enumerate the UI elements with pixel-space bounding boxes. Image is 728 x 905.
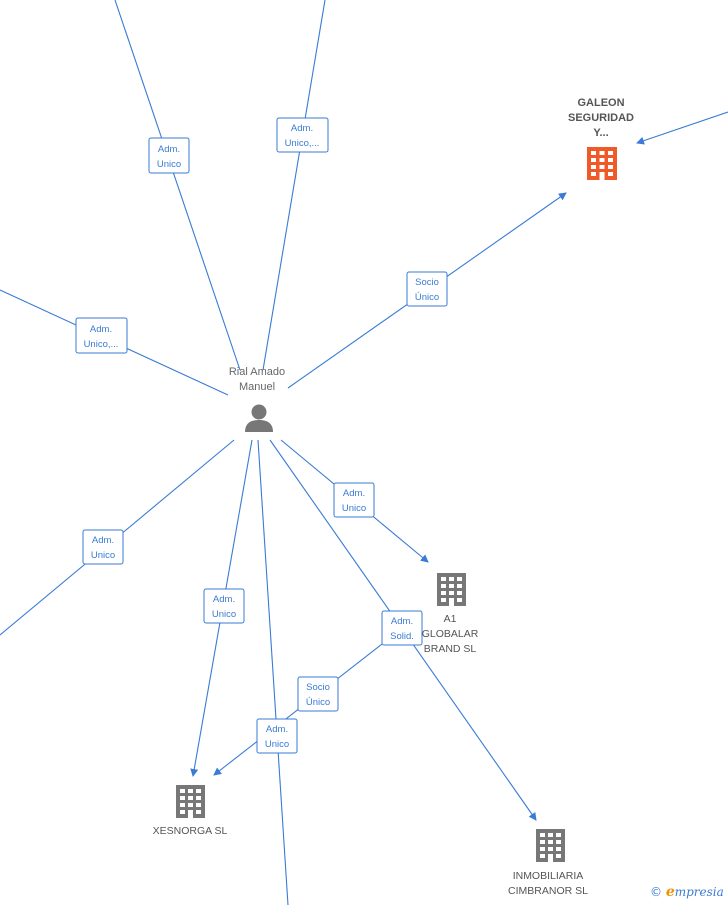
edge-label-e3[interactable]: Adm. Unico,... [75,317,128,354]
brand-name: mpresia [674,885,724,899]
edge-label-e1[interactable]: Adm. Unico [148,137,190,174]
company-name-line2: SEGURIDAD [568,112,634,124]
company-name-line2: CIMBRANOR SL [508,885,588,897]
company-name-line1: XESNORGA SL [153,825,228,837]
edge-label-e4[interactable]: Socio Único [406,271,448,307]
company-node-galeon[interactable]: GALEON SEGURIDAD Y... [568,97,634,180]
edge-label-line2: Unico [265,739,289,750]
edge-label-line2: Unico [157,159,181,170]
company-name-line1: INMOBILIARIA [513,870,584,882]
company-node-inmobiliaria[interactable]: INMOBILIARIA CIMBRANOR SL [508,829,588,897]
edge-label-e7[interactable]: Adm. Unico [203,588,245,624]
copyright-icon: © [650,885,662,899]
edge-label-e5[interactable]: Adm. Unico [333,482,375,518]
edge-label-line2: Unico [342,503,366,514]
person-name-line2: Manuel [239,381,275,393]
edge-line-galeon-incoming [636,111,728,145]
building-icon [176,785,205,818]
edge-label-line2: Único [415,292,439,303]
company-node-xesnorga[interactable]: XESNORGA SL [153,785,228,837]
edge-label-line2: Unico [212,609,236,620]
building-icon [587,147,617,180]
company-name-line1: A1 [444,613,457,625]
edge-label-line1: Adm. [92,535,114,546]
edge-label-e10[interactable]: Adm. Unico [256,718,298,754]
edge-label-line1: Socio [415,277,439,288]
company-name-line3: Y... [593,127,608,139]
edge-label-line1: Adm. [391,616,413,627]
edge-line-top-left [114,0,241,371]
building-icon [437,573,466,606]
edge-label-e2[interactable]: Adm. Unico,... [276,117,329,153]
edge-label-line1: Adm. [213,594,235,605]
edge-label-line1: Adm. [158,144,180,155]
edge-label-e9[interactable]: Socio Único [297,676,339,712]
edge-label-e6[interactable]: Adm. Unico [82,529,124,565]
edge-label-line2: Único [306,697,330,708]
edge-label-line2: Solid. [390,631,414,642]
building-icon [536,829,565,862]
person-icon [245,404,273,432]
edge-label-line1: Socio [306,682,330,693]
edge-label-line1: Adm. [90,324,112,335]
empresia-watermark: © empresia [650,884,724,900]
edge-label-line1: Adm. [291,123,313,134]
brand-initial: e [665,884,675,900]
edge-label-line2: Unico,... [285,138,320,149]
company-node-a1-globalar[interactable]: A1 GLOBALAR BRAND SL [422,573,479,655]
edge-line-top [262,0,326,371]
company-name-line2: GLOBALAR [422,628,479,640]
person-node[interactable]: Rial Amado Manuel [229,366,285,432]
company-name-line3: BRAND SL [424,643,477,655]
edge-line-bottom [257,439,289,905]
edge-label-line1: Adm. [266,724,288,735]
edge-label-line2: Unico [91,550,115,561]
person-name-line1: Rial Amado [229,366,285,378]
edge-label-line1: Adm. [343,488,365,499]
edge-label-line2: Unico,... [84,339,119,350]
company-name-line1: GALEON [577,97,624,109]
edge-label-e8[interactable]: Adm. Solid. [381,610,423,646]
